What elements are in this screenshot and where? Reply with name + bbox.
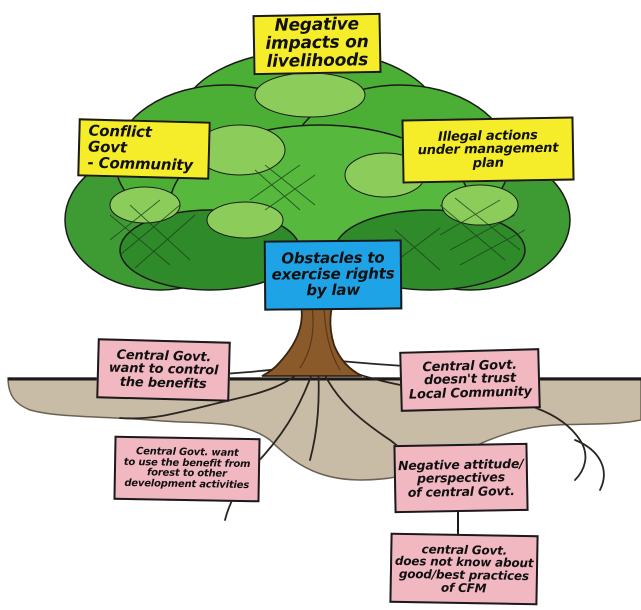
cause-no-trust: Central Govt. doesn't trust Local Commun… (399, 348, 541, 412)
cause-no-knowledge-cfm: central Govt. does not know about good/b… (389, 532, 539, 606)
cause-negative-attitude: Negative attitude/ perspectives of centr… (393, 442, 529, 514)
core-problem-obstacles: Obstacles to exercise rights by law (263, 239, 403, 311)
effect-conflict-govt-community: Conflict Govt - Community (77, 118, 211, 180)
cause-control-benefits: Central Govt. want to control the benefi… (96, 338, 231, 402)
effect-negative-impacts-livelihoods: Negative impacts on livelihoods (252, 12, 382, 76)
effect-illegal-actions: Illegal actions under management plan (401, 116, 575, 184)
canopy-hatching (109, 164, 526, 271)
cause-use-benefit: Central Govt. want to use the benefit fr… (113, 435, 261, 503)
